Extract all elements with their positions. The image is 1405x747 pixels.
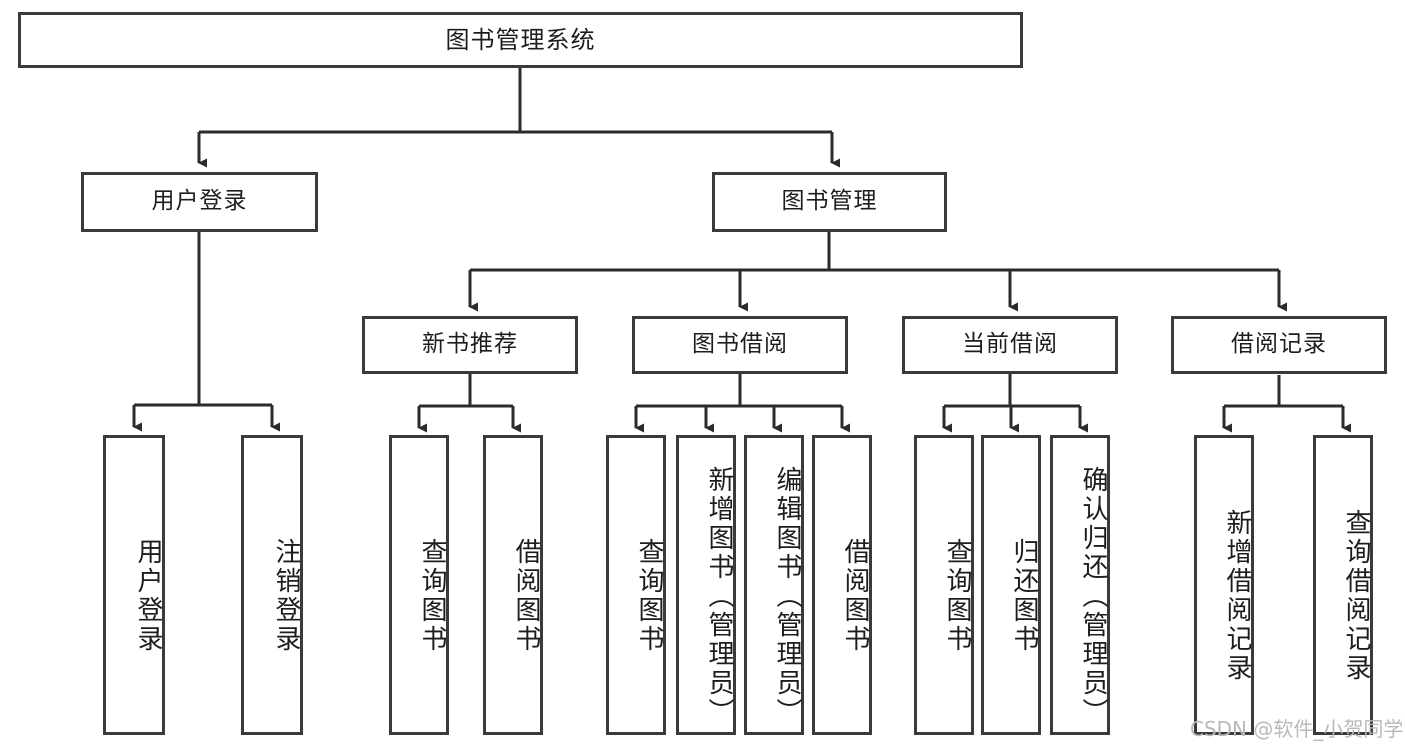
watermark-text: CSDN @软件_小贺同学 <box>1190 717 1404 741</box>
leaf-label: 新增借阅记录 <box>1222 509 1252 683</box>
leaf-label: 用户登录 <box>133 538 163 654</box>
leaf-current-borrow-query-book[interactable]: 查询图书 <box>914 435 974 735</box>
leaf-current-borrow-return-book[interactable]: 归还图书 <box>981 435 1041 735</box>
leaf-label: 注销登录 <box>271 538 301 654</box>
node-new-book-recommend[interactable]: 新书推荐 <box>362 316 578 374</box>
leaf-new-book-query-book[interactable]: 查询图书 <box>389 435 449 735</box>
leaf-label: 归还图书 <box>1009 538 1039 654</box>
leaf-label: 确认归还（管理员） <box>1078 465 1108 727</box>
leaf-label: 查询借阅记录 <box>1341 509 1371 683</box>
node-user-login[interactable]: 用户登录 <box>81 172 318 232</box>
node-root-book-management-system[interactable]: 图书管理系统 <box>18 12 1023 68</box>
leaf-new-book-borrow-book[interactable]: 借阅图书 <box>483 435 543 735</box>
leaf-label: 查询图书 <box>417 538 447 654</box>
leaf-book-borrow-borrow-book[interactable]: 借阅图书 <box>812 435 872 735</box>
leaf-user-login-login[interactable]: 用户登录 <box>103 435 165 735</box>
leaf-label: 新增图书（管理员） <box>704 465 734 727</box>
leaf-book-borrow-edit-book-admin[interactable]: 编辑图书（管理员） <box>744 435 804 735</box>
node-book-management[interactable]: 图书管理 <box>712 172 947 232</box>
node-book-borrow[interactable]: 图书借阅 <box>632 316 848 374</box>
leaf-borrow-record-add-record[interactable]: 新增借阅记录 <box>1194 435 1254 735</box>
leaf-book-borrow-query-book[interactable]: 查询图书 <box>606 435 666 735</box>
leaf-borrow-record-query-record[interactable]: 查询借阅记录 <box>1313 435 1373 735</box>
leaf-label: 查询图书 <box>634 538 664 654</box>
node-current-borrow[interactable]: 当前借阅 <box>902 316 1118 374</box>
leaf-label: 编辑图书（管理员） <box>772 465 802 727</box>
leaf-label: 借阅图书 <box>511 538 541 654</box>
leaf-user-login-logout[interactable]: 注销登录 <box>241 435 303 735</box>
leaf-label: 查询图书 <box>942 538 972 654</box>
leaf-book-borrow-add-book-admin[interactable]: 新增图书（管理员） <box>676 435 736 735</box>
leaf-current-borrow-confirm-return-admin[interactable]: 确认归还（管理员） <box>1050 435 1110 735</box>
node-borrow-record[interactable]: 借阅记录 <box>1171 316 1387 374</box>
leaf-label: 借阅图书 <box>840 538 870 654</box>
